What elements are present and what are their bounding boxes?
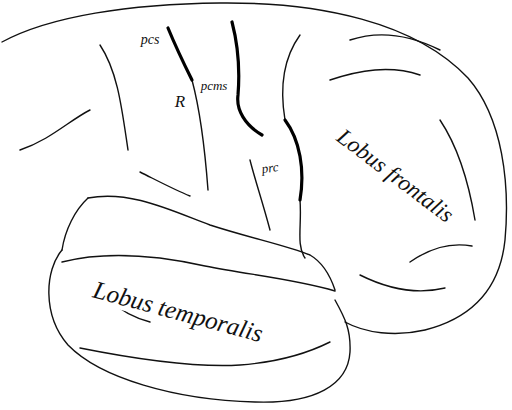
sulcus bbox=[410, 245, 472, 262]
sulcus bbox=[360, 275, 445, 291]
sulcus-label: prc bbox=[259, 160, 282, 176]
sylvian-fissure bbox=[62, 198, 88, 250]
sulcus bbox=[283, 35, 300, 120]
sulcus bbox=[300, 200, 305, 258]
precentral-sulcus bbox=[285, 120, 302, 200]
region-label: R bbox=[173, 93, 187, 111]
sulcus-label: pcms bbox=[199, 79, 230, 93]
sulcus bbox=[20, 110, 90, 150]
temporal-outline bbox=[49, 250, 350, 402]
sulcus bbox=[350, 35, 440, 50]
sulcus bbox=[192, 80, 208, 190]
temporal-sulcus bbox=[80, 342, 330, 366]
postcentral-medial-sulcus bbox=[232, 22, 262, 135]
postcentral-sulcus bbox=[168, 28, 192, 80]
sulcus bbox=[140, 172, 190, 196]
sulcus bbox=[330, 70, 420, 80]
sulcus bbox=[100, 45, 128, 150]
brain-outline bbox=[2, 3, 506, 334]
lobe-label: Lobus frontalis bbox=[331, 123, 460, 228]
lobe-label: Lobus temporalis bbox=[88, 276, 267, 348]
sylvian-fissure bbox=[88, 196, 335, 290]
sulcus-label: pcs bbox=[139, 33, 162, 48]
